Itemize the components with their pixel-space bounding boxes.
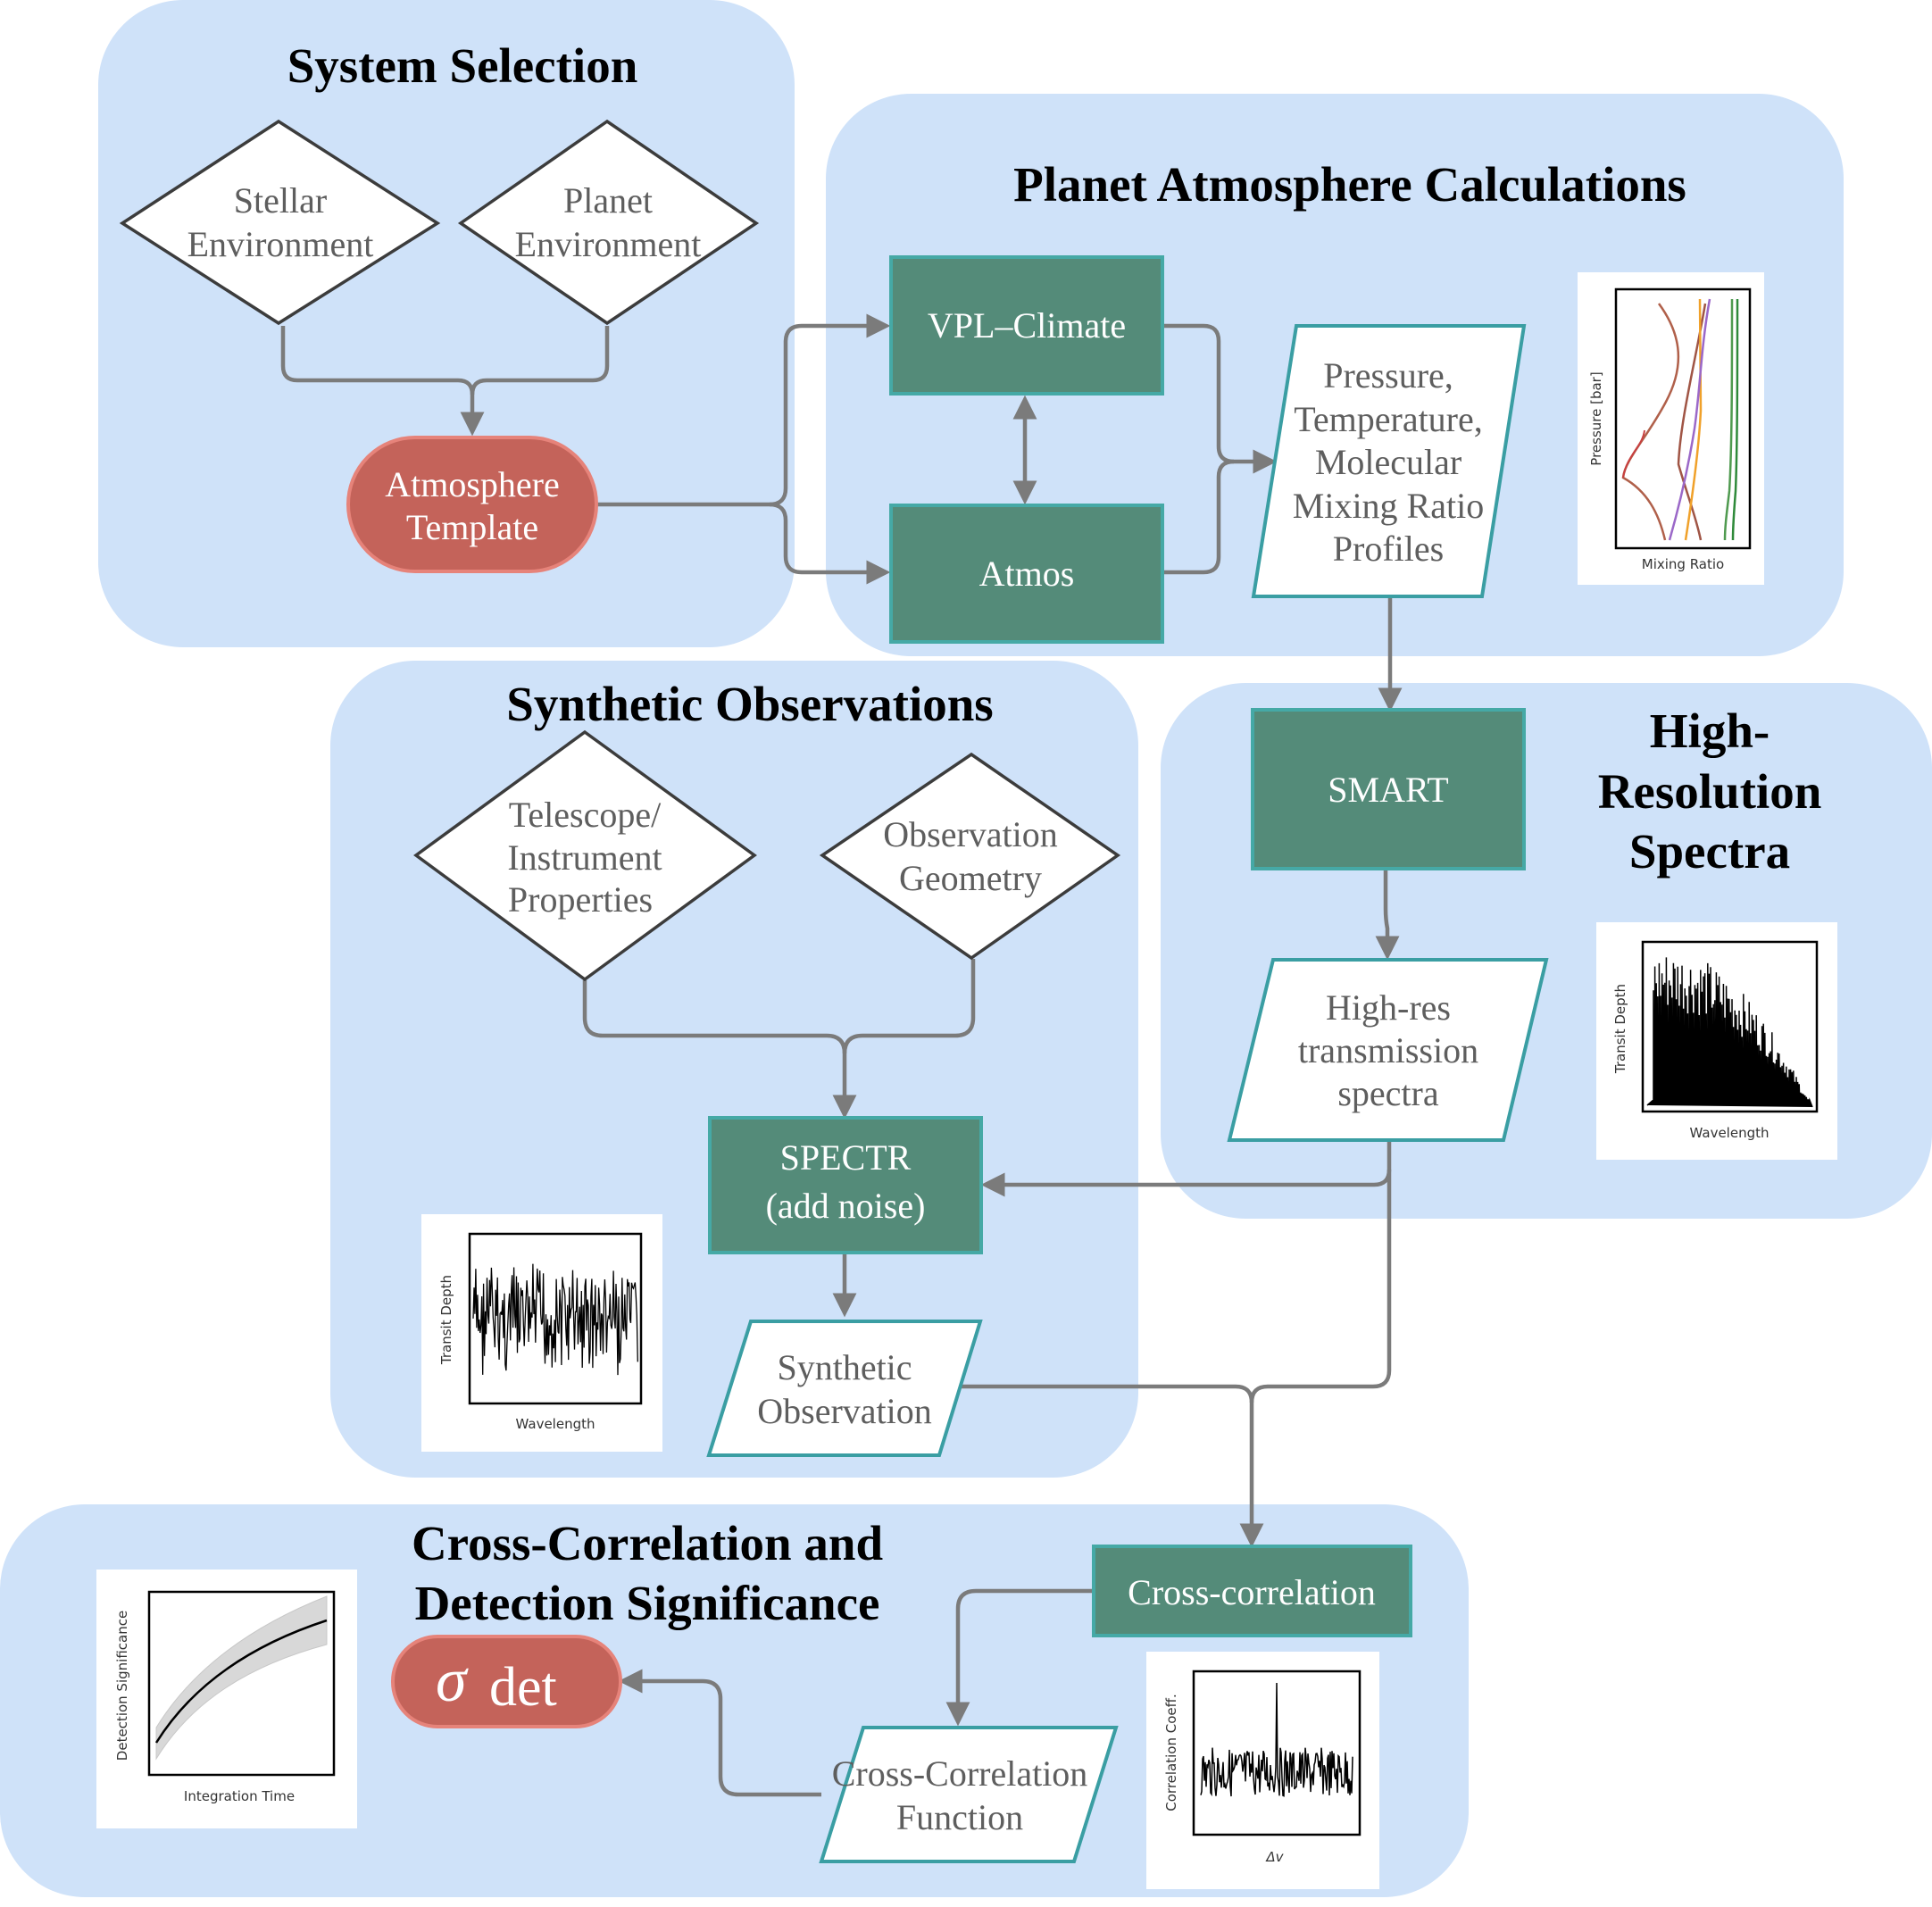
synthetic-observation-line2: Observation	[757, 1391, 932, 1431]
atmos-box	[889, 504, 1164, 644]
cross-correlation-label: Cross-correlation	[1128, 1572, 1376, 1612]
significance-plot-xlabel: Integration Time	[184, 1788, 295, 1804]
observation-geometry-diamond	[819, 752, 1121, 961]
high-resolution-title-line1: High-	[1650, 704, 1770, 758]
ccf-plot-xlabel: Δv	[1265, 1849, 1284, 1865]
planet-to-template-line	[470, 326, 610, 396]
ccf-plot-axes	[1192, 1670, 1362, 1836]
profile-curve-red	[1622, 429, 1645, 479]
highres-to-crosscorr-arrow	[1239, 1170, 1392, 1548]
sigma-symbol: σ	[436, 1646, 469, 1715]
ccf-thumbnail-plot: Δv Correlation Coeff.	[1146, 1652, 1379, 1889]
vpl-climate-box	[889, 255, 1164, 396]
ccf-line2: Function	[896, 1797, 1023, 1837]
atmosphere-profiles-parallelogram	[1251, 324, 1527, 598]
spectr-line2: (add noise)	[766, 1186, 926, 1226]
profiles-plot-axes	[1614, 287, 1752, 550]
ccf-curve	[1200, 1682, 1353, 1797]
sigma-det-terminal	[391, 1635, 622, 1728]
synthetic-noisy-spectrum-line	[472, 1263, 638, 1376]
synthetic-plot-axes	[468, 1232, 643, 1405]
highres-spectrum-line	[1646, 957, 1813, 1108]
telescope-line1: Telescope/	[509, 795, 662, 835]
stellar-environment-diamond	[119, 119, 441, 326]
highres-plot-axes	[1641, 940, 1819, 1113]
profiles-thumbnail-plot: Mixing Ratio Pressure [bar]	[1578, 272, 1764, 585]
highres-plot-ylabel: Transit Depth	[1612, 984, 1628, 1074]
profiles-line2: Temperature,	[1294, 399, 1483, 439]
atmosphere-template-line1: Atmosphere	[385, 464, 560, 504]
telescope-line2: Instrument	[507, 837, 662, 878]
spectr-box	[708, 1116, 983, 1254]
atmosphere-template-terminal	[346, 436, 598, 573]
profile-curve-green-1	[1723, 298, 1734, 541]
synthetic-plot-xlabel: Wavelength	[516, 1416, 595, 1432]
significance-plot-axes	[147, 1590, 336, 1777]
sigma-subscript: det	[489, 1657, 557, 1718]
synthetic-thumbnail-plot: Wavelength Transit Depth	[421, 1214, 662, 1452]
synthetic-observations-title: Synthetic Observations	[506, 677, 993, 731]
system-selection-title: System Selection	[287, 38, 638, 93]
synthetic-thumbnail-bg	[421, 1214, 662, 1452]
profiles-line3: Molecular	[1315, 442, 1461, 482]
atmos-to-profiles-line	[1162, 459, 1235, 575]
highres-thumbnail-plot: Wavelength Transit Depth	[1596, 922, 1837, 1160]
profiles-line5: Profiles	[1333, 529, 1444, 569]
crosscorr-to-ccf-arrow	[945, 1588, 1094, 1727]
high-resolution-title-line2: Resolution	[1598, 764, 1822, 819]
planet-environment-diamond	[457, 119, 760, 326]
profile-curve-purple	[1668, 298, 1711, 541]
profiles-line1: Pressure,	[1323, 355, 1453, 396]
geometry-line2: Geometry	[899, 858, 1042, 898]
profiles-plot-xlabel: Mixing Ratio	[1642, 556, 1724, 572]
template-to-atmos-arrow	[769, 502, 891, 585]
cross-correlation-title-line1: Cross-Correlation and	[412, 1516, 883, 1570]
stellar-environment-line1: Stellar	[234, 180, 327, 221]
ccf-line1: Cross-Correlation	[832, 1753, 1088, 1794]
profile-curve-brown-2	[1677, 303, 1707, 541]
stellar-environment-line2: Environment	[187, 224, 374, 264]
synthetic-to-crosscorr-line	[960, 1384, 1254, 1403]
synthetic-observation-line1: Synthetic	[777, 1347, 912, 1387]
telescope-properties-diamond	[413, 729, 757, 982]
high-resolution-title-line3: Spectra	[1629, 824, 1790, 879]
geometry-line1: Observation	[883, 814, 1058, 854]
ccf-plot-ylabel: Correlation Coeff.	[1163, 1694, 1179, 1811]
detection-significance-thumbnail: Integration Time Detection Significance	[96, 1570, 357, 1828]
highres-spectra-line2: transmission	[1298, 1030, 1478, 1070]
ccf-parallelogram	[819, 1726, 1119, 1863]
significance-curve	[154, 1619, 328, 1744]
smart-to-highres-arrow	[1375, 869, 1400, 961]
highres-spectra-line3: spectra	[1337, 1073, 1439, 1113]
ccf-to-sigma-arrow	[618, 1669, 821, 1797]
highres-spectra-parallelogram	[1227, 958, 1549, 1142]
atmosphere-template-line2: Template	[406, 507, 538, 547]
synthetic-plot-ylabel: Transit Depth	[438, 1275, 454, 1365]
spectr-line1: SPECTR	[780, 1137, 912, 1178]
planet-environment-line2: Environment	[515, 224, 702, 264]
cross-correlation-box	[1092, 1545, 1412, 1637]
atmosphere-calculations-title: Planet Atmosphere Calculations	[1013, 157, 1686, 212]
profiles-plot-ylabel: Pressure [bar]	[1588, 371, 1604, 465]
profile-curve-orange	[1684, 298, 1703, 541]
profile-curve-green-2	[1731, 298, 1739, 541]
vpl-climate-label: VPL–Climate	[928, 305, 1126, 346]
synthetic-observation-parallelogram	[706, 1320, 983, 1457]
cross-correlation-title-line2: Detection Significance	[415, 1576, 880, 1630]
smart-label: SMART	[1328, 770, 1448, 810]
profiles-line4: Mixing Ratio	[1293, 486, 1484, 526]
atmos-label: Atmos	[979, 554, 1075, 594]
smart-box	[1251, 708, 1526, 870]
telescope-line3: Properties	[508, 879, 653, 920]
highres-plot-xlabel: Wavelength	[1690, 1125, 1770, 1141]
highres-spectra-line1: High-res	[1326, 987, 1451, 1028]
significance-plot-ylabel: Detection Significance	[114, 1611, 130, 1761]
geometry-to-spectr-line	[842, 959, 976, 1054]
planet-environment-line1: Planet	[563, 180, 653, 221]
